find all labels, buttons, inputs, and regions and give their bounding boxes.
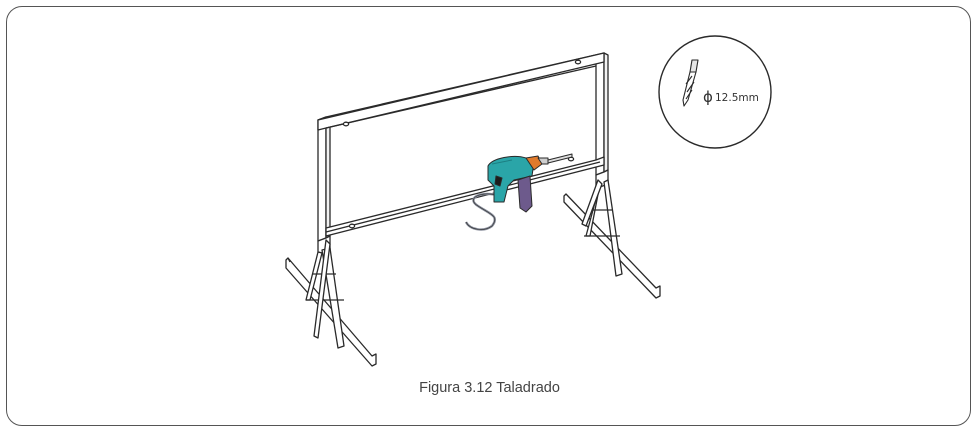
- drill-bit-icon: [682, 59, 699, 107]
- figure-frame: [6, 6, 971, 426]
- right-post: [595, 52, 609, 176]
- top-rail: [317, 52, 605, 131]
- figure-caption: Figura 3.12 Taladrado: [419, 380, 560, 396]
- drill-bit-detail: ϕ 12.5mm: [658, 35, 772, 149]
- right-leg: [563, 169, 661, 299]
- mounting-hole: [348, 223, 356, 229]
- power-drill-icon: [464, 153, 573, 231]
- mounting-hole: [574, 59, 582, 65]
- bottom-rail: [325, 156, 605, 237]
- drill-bit-size-label: 12.5mm: [715, 92, 759, 104]
- left-post: [317, 116, 331, 242]
- diameter-symbol: ϕ: [703, 88, 713, 106]
- left-leg: [285, 235, 377, 367]
- mounting-hole: [342, 121, 350, 127]
